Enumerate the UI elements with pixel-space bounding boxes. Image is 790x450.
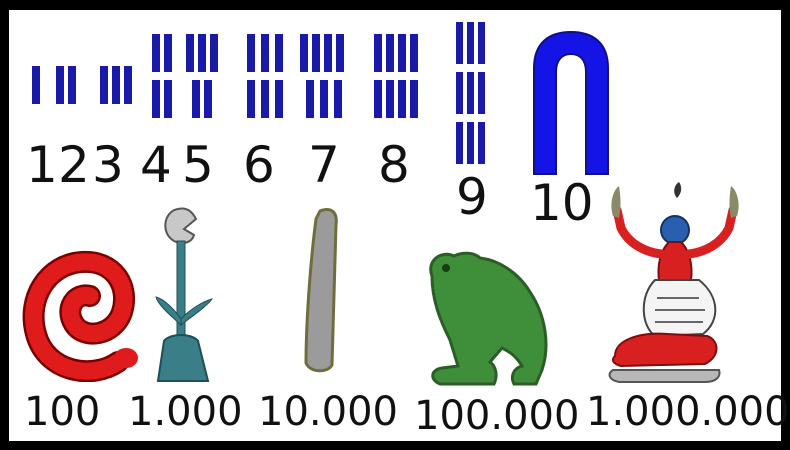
numeral-label-10: 10	[530, 178, 594, 228]
numeral-label-1000: 1.000	[128, 392, 243, 432]
numeral-label-8: 8	[378, 140, 410, 190]
strokes-4-5-icon	[148, 32, 228, 122]
strokes-1-2-3-icon	[28, 60, 138, 112]
numeral-label-3: 3	[92, 140, 124, 190]
frog-tadpole-icon	[418, 248, 558, 390]
numeral-label-10000: 10.000	[258, 392, 398, 432]
numeral-label-1000000: 1.000.000	[586, 392, 790, 432]
numeral-label-9: 9	[456, 172, 488, 222]
numeral-label-7: 7	[308, 140, 340, 190]
six-strokes-icon	[243, 32, 291, 122]
seven-strokes-icon	[296, 32, 358, 122]
numeral-label-100000: 100.000	[414, 396, 579, 436]
numeral-label-2: 2	[58, 140, 90, 190]
eight-strokes-icon	[370, 32, 432, 122]
finger-icon	[298, 205, 348, 375]
numeral-label-1: 1	[26, 140, 58, 190]
god-heh-icon	[595, 180, 755, 390]
heel-bone-icon	[528, 28, 614, 176]
lotus-plant-icon	[150, 205, 222, 385]
coil-of-rope-icon	[22, 242, 140, 382]
numeral-label-4: 4	[140, 140, 172, 190]
nine-strokes-icon	[452, 20, 492, 170]
numeral-label-100: 100	[24, 392, 100, 432]
numeral-label-5: 5	[182, 140, 214, 190]
numeral-label-6: 6	[243, 140, 275, 190]
